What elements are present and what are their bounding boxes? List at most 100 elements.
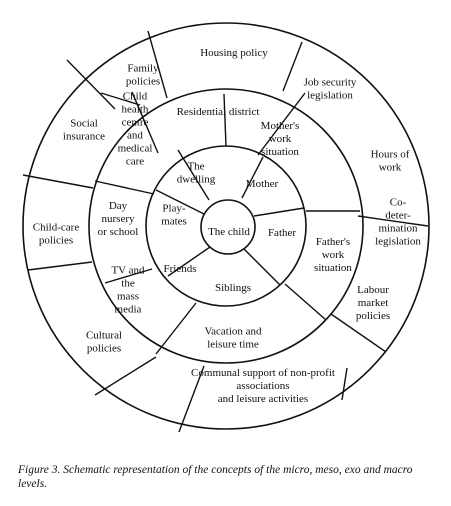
divider-line-6 xyxy=(167,246,211,277)
divider-line-19 xyxy=(330,313,387,353)
label-siblings-line: Siblings xyxy=(215,282,251,294)
label-tv-mass-media-line: TV and xyxy=(111,265,145,277)
sector-dividers xyxy=(22,30,429,433)
label-fathers-work-situation-line: Father's xyxy=(316,236,350,248)
divider-line-21 xyxy=(178,365,205,433)
label-mother: Mother xyxy=(246,178,279,190)
label-fathers-work-situation-line: situation xyxy=(314,262,352,274)
label-labour-market-policies-line: Labour xyxy=(357,284,389,296)
label-residential-district-line: Residential district xyxy=(177,106,260,118)
exo-ring xyxy=(88,88,364,364)
label-social-insurance-line: insurance xyxy=(63,131,105,143)
label-housing-policy-line: Housing policy xyxy=(200,47,268,59)
label-hours-of-work-line: work xyxy=(379,162,402,174)
divider-line-13 xyxy=(155,302,197,355)
label-mothers-work-situation-line: Mother's xyxy=(261,120,300,132)
label-co-determination-legislation-line: legislation xyxy=(375,236,421,248)
divider-line-20 xyxy=(341,367,348,401)
label-child-care-policies-line: policies xyxy=(39,235,73,247)
label-co-determination-legislation-line: mination xyxy=(378,223,418,235)
rings xyxy=(22,22,430,430)
label-tv-mass-media-line: media xyxy=(115,304,142,316)
label-siblings: Siblings xyxy=(215,282,251,294)
label-playmates: Play-mates xyxy=(161,203,187,228)
label-mothers-work-situation-line: situation xyxy=(261,146,299,158)
label-labour-market-policies-line: market xyxy=(358,297,389,309)
divider-line-24 xyxy=(22,174,94,189)
label-father-line: Father xyxy=(268,227,296,239)
divider-line-23 xyxy=(27,261,93,271)
label-co-determination-legislation-line: Co- xyxy=(390,197,407,209)
divider-line-17 xyxy=(282,41,303,92)
label-playmates-line: mates xyxy=(161,216,187,228)
label-job-security-legislation-line: legislation xyxy=(307,90,353,102)
label-cultural-policies-line: policies xyxy=(87,343,121,355)
divider-line-15 xyxy=(66,59,116,110)
label-job-security-legislation-line: Job security xyxy=(304,77,357,89)
divider-line-4 xyxy=(253,207,305,217)
label-tv-mass-media-line: the xyxy=(121,278,135,290)
label-child-health-centre-line: health xyxy=(122,104,149,116)
label-social-insurance-line: Social xyxy=(70,118,98,130)
label-housing-policy: Housing policy xyxy=(200,47,268,59)
label-day-nursery-line: nursery xyxy=(102,213,135,225)
divider-line-22 xyxy=(94,356,157,396)
divider-line-12 xyxy=(284,283,327,321)
label-family-policies-line: policies xyxy=(126,76,160,88)
label-center-line: The child xyxy=(208,226,250,238)
label-child-health-centre-line: Child xyxy=(123,91,148,103)
divider-line-2 xyxy=(177,149,210,201)
label-child-care-policies-line: Child-care xyxy=(33,222,80,234)
label-vacation-leisure-time-line: Vacation and xyxy=(204,326,262,338)
label-dwelling-line: The xyxy=(187,161,204,173)
divider-line-25 xyxy=(100,92,141,106)
divider-line-9 xyxy=(223,93,227,147)
label-hours-of-work-line: Hours of xyxy=(371,149,410,161)
label-fathers-work-situation-line: work xyxy=(322,249,345,261)
divider-line-16 xyxy=(147,30,168,99)
label-day-nursery-line: or school xyxy=(98,226,139,238)
label-cultural-policies-line: Cultural xyxy=(86,330,122,342)
outer-ring xyxy=(22,22,430,430)
label-mother-line: Mother xyxy=(246,178,279,190)
figure-caption: Figure 3. Schematic representation of th… xyxy=(18,464,413,490)
label-center: The child xyxy=(208,226,250,238)
center-circle xyxy=(200,199,256,255)
divider-line-7 xyxy=(94,180,155,195)
label-child-health-centre-line: medical xyxy=(118,143,153,155)
label-communal-support-line: associations xyxy=(236,380,289,392)
label-father: Father xyxy=(268,227,296,239)
label-child-health-centre-line: centre xyxy=(122,117,149,129)
label-vacation-leisure-time-line: leisure time xyxy=(207,339,259,351)
label-family-policies-line: Family xyxy=(127,63,159,75)
label-co-determination-legislation-line: deter- xyxy=(385,210,411,222)
divider-line-5 xyxy=(243,248,281,286)
divider-line-10 xyxy=(257,92,306,156)
label-residential-district: Residential district xyxy=(177,106,260,118)
divider-line-3 xyxy=(241,156,264,199)
label-friends-line: Friends xyxy=(164,263,197,275)
label-playmates-line: Play- xyxy=(162,203,186,215)
divider-line-1 xyxy=(155,189,205,215)
divider-line-8 xyxy=(131,91,159,154)
label-tv-mass-media-line: mass xyxy=(117,291,139,303)
label-friends: Friends xyxy=(164,263,197,275)
label-communal-support-line: Communal support of non-profit xyxy=(191,367,335,379)
label-child-health-centre-line: and xyxy=(127,130,143,142)
label-mothers-work-situation-line: work xyxy=(269,133,292,145)
label-child-health-centre-line: care xyxy=(126,156,144,168)
